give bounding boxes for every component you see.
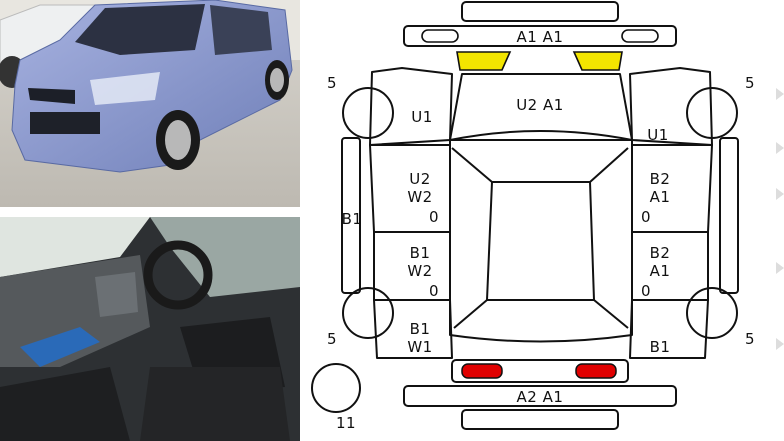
right-rear-door-grade-3: 0 <box>641 282 651 300</box>
left-front-door-grade-3: 0 <box>429 208 439 226</box>
spare-wheel-grade: 11 <box>336 414 356 432</box>
right-front-door-grade-3: 0 <box>641 208 651 226</box>
hood-grade: U2 A1 <box>516 96 564 114</box>
rear-panel <box>451 359 629 383</box>
wheel-front-left <box>342 87 394 139</box>
front-panel-strip <box>461 1 619 22</box>
right-fender-grade: U1 <box>647 126 669 144</box>
right-front-door-grade-1: B2 <box>650 170 671 188</box>
right-rear-door-grade-1: B2 <box>650 244 671 262</box>
left-sill-grade: B1 <box>342 210 363 228</box>
left-front-fender <box>369 67 453 146</box>
right-rear-quarter-grade: B1 <box>650 338 671 356</box>
car-interior-photo <box>0 217 300 441</box>
headlight-left-highlight <box>456 51 512 71</box>
wheel-rear-left <box>342 287 394 339</box>
wheel-rear-right <box>686 287 738 339</box>
wheel-front-right <box>686 87 738 139</box>
left-rear-quarter-grade-2: W1 <box>407 338 432 356</box>
right-sill <box>719 137 739 294</box>
side-arrows <box>776 88 784 350</box>
left-rear-quarter <box>373 299 453 359</box>
left-rear-door-grade-3: 0 <box>429 282 439 300</box>
spare-wheel <box>311 363 361 413</box>
right-front-fender <box>629 67 713 146</box>
roof <box>486 181 595 301</box>
left-sill <box>341 137 361 294</box>
left-front-door-grade-2: W2 <box>407 188 432 206</box>
front-bumper-grade: A1 A1 <box>517 28 564 46</box>
tail-lamp-right-highlight <box>575 363 617 379</box>
front-bumper <box>403 25 677 47</box>
rear-panel-strip <box>461 409 619 430</box>
left-fender-grade: U1 <box>411 108 433 126</box>
wheel-rear-left-grade: 5 <box>327 330 337 348</box>
cabin-outline <box>449 130 633 343</box>
left-rear-door-grade-2: W2 <box>407 262 432 280</box>
inspection-diagram: A1 A1 U2 A1 U1 U1 5 5 5 5 11 B1 U2 W2 0 … <box>311 1 784 432</box>
right-front-door-grade-2: A1 <box>650 188 671 206</box>
rear-bumper-grade: A2 A1 <box>517 388 564 406</box>
left-rear-door-grade-1: B1 <box>410 244 431 262</box>
car-exterior-photo <box>0 0 300 207</box>
right-rear-door-grade-2: A1 <box>650 262 671 280</box>
wheel-front-left-grade: 5 <box>327 74 337 92</box>
front-left-lamp <box>421 29 459 43</box>
wheel-rear-right-grade: 5 <box>745 330 755 348</box>
right-rear-quarter <box>629 299 709 359</box>
left-rear-quarter-grade-1: B1 <box>410 320 431 338</box>
wheel-front-right-grade: 5 <box>745 74 755 92</box>
rear-bumper <box>403 385 677 407</box>
headlight-right-highlight <box>572 51 623 71</box>
front-right-lamp <box>621 29 659 43</box>
left-front-door-grade-1: U2 <box>409 170 431 188</box>
rear-window <box>453 299 629 329</box>
tail-lamp-left-highlight <box>461 363 503 379</box>
windshield-left <box>451 147 629 183</box>
